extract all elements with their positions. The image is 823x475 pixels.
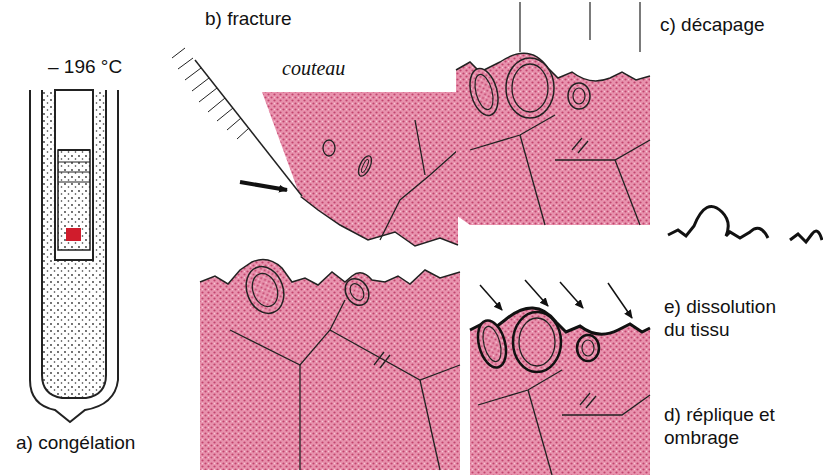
part-name: couteau bbox=[282, 56, 345, 80]
panel-label: b) fracture bbox=[205, 8, 292, 31]
etching-block bbox=[456, 2, 650, 225]
panel-label: c) décapage bbox=[660, 14, 765, 37]
panel-label: a) congélation bbox=[16, 432, 135, 455]
fracture-block bbox=[172, 48, 458, 248]
replica-shadowing-block bbox=[470, 280, 650, 475]
dewar-flask bbox=[30, 90, 118, 422]
temperature-value: – 196 °C bbox=[48, 56, 122, 79]
panel-label: e) dissolution du tissu bbox=[664, 296, 794, 342]
fractured-block bbox=[200, 260, 460, 470]
replica-film bbox=[668, 206, 822, 242]
panel-label: d) réplique et ombrage bbox=[664, 404, 784, 450]
